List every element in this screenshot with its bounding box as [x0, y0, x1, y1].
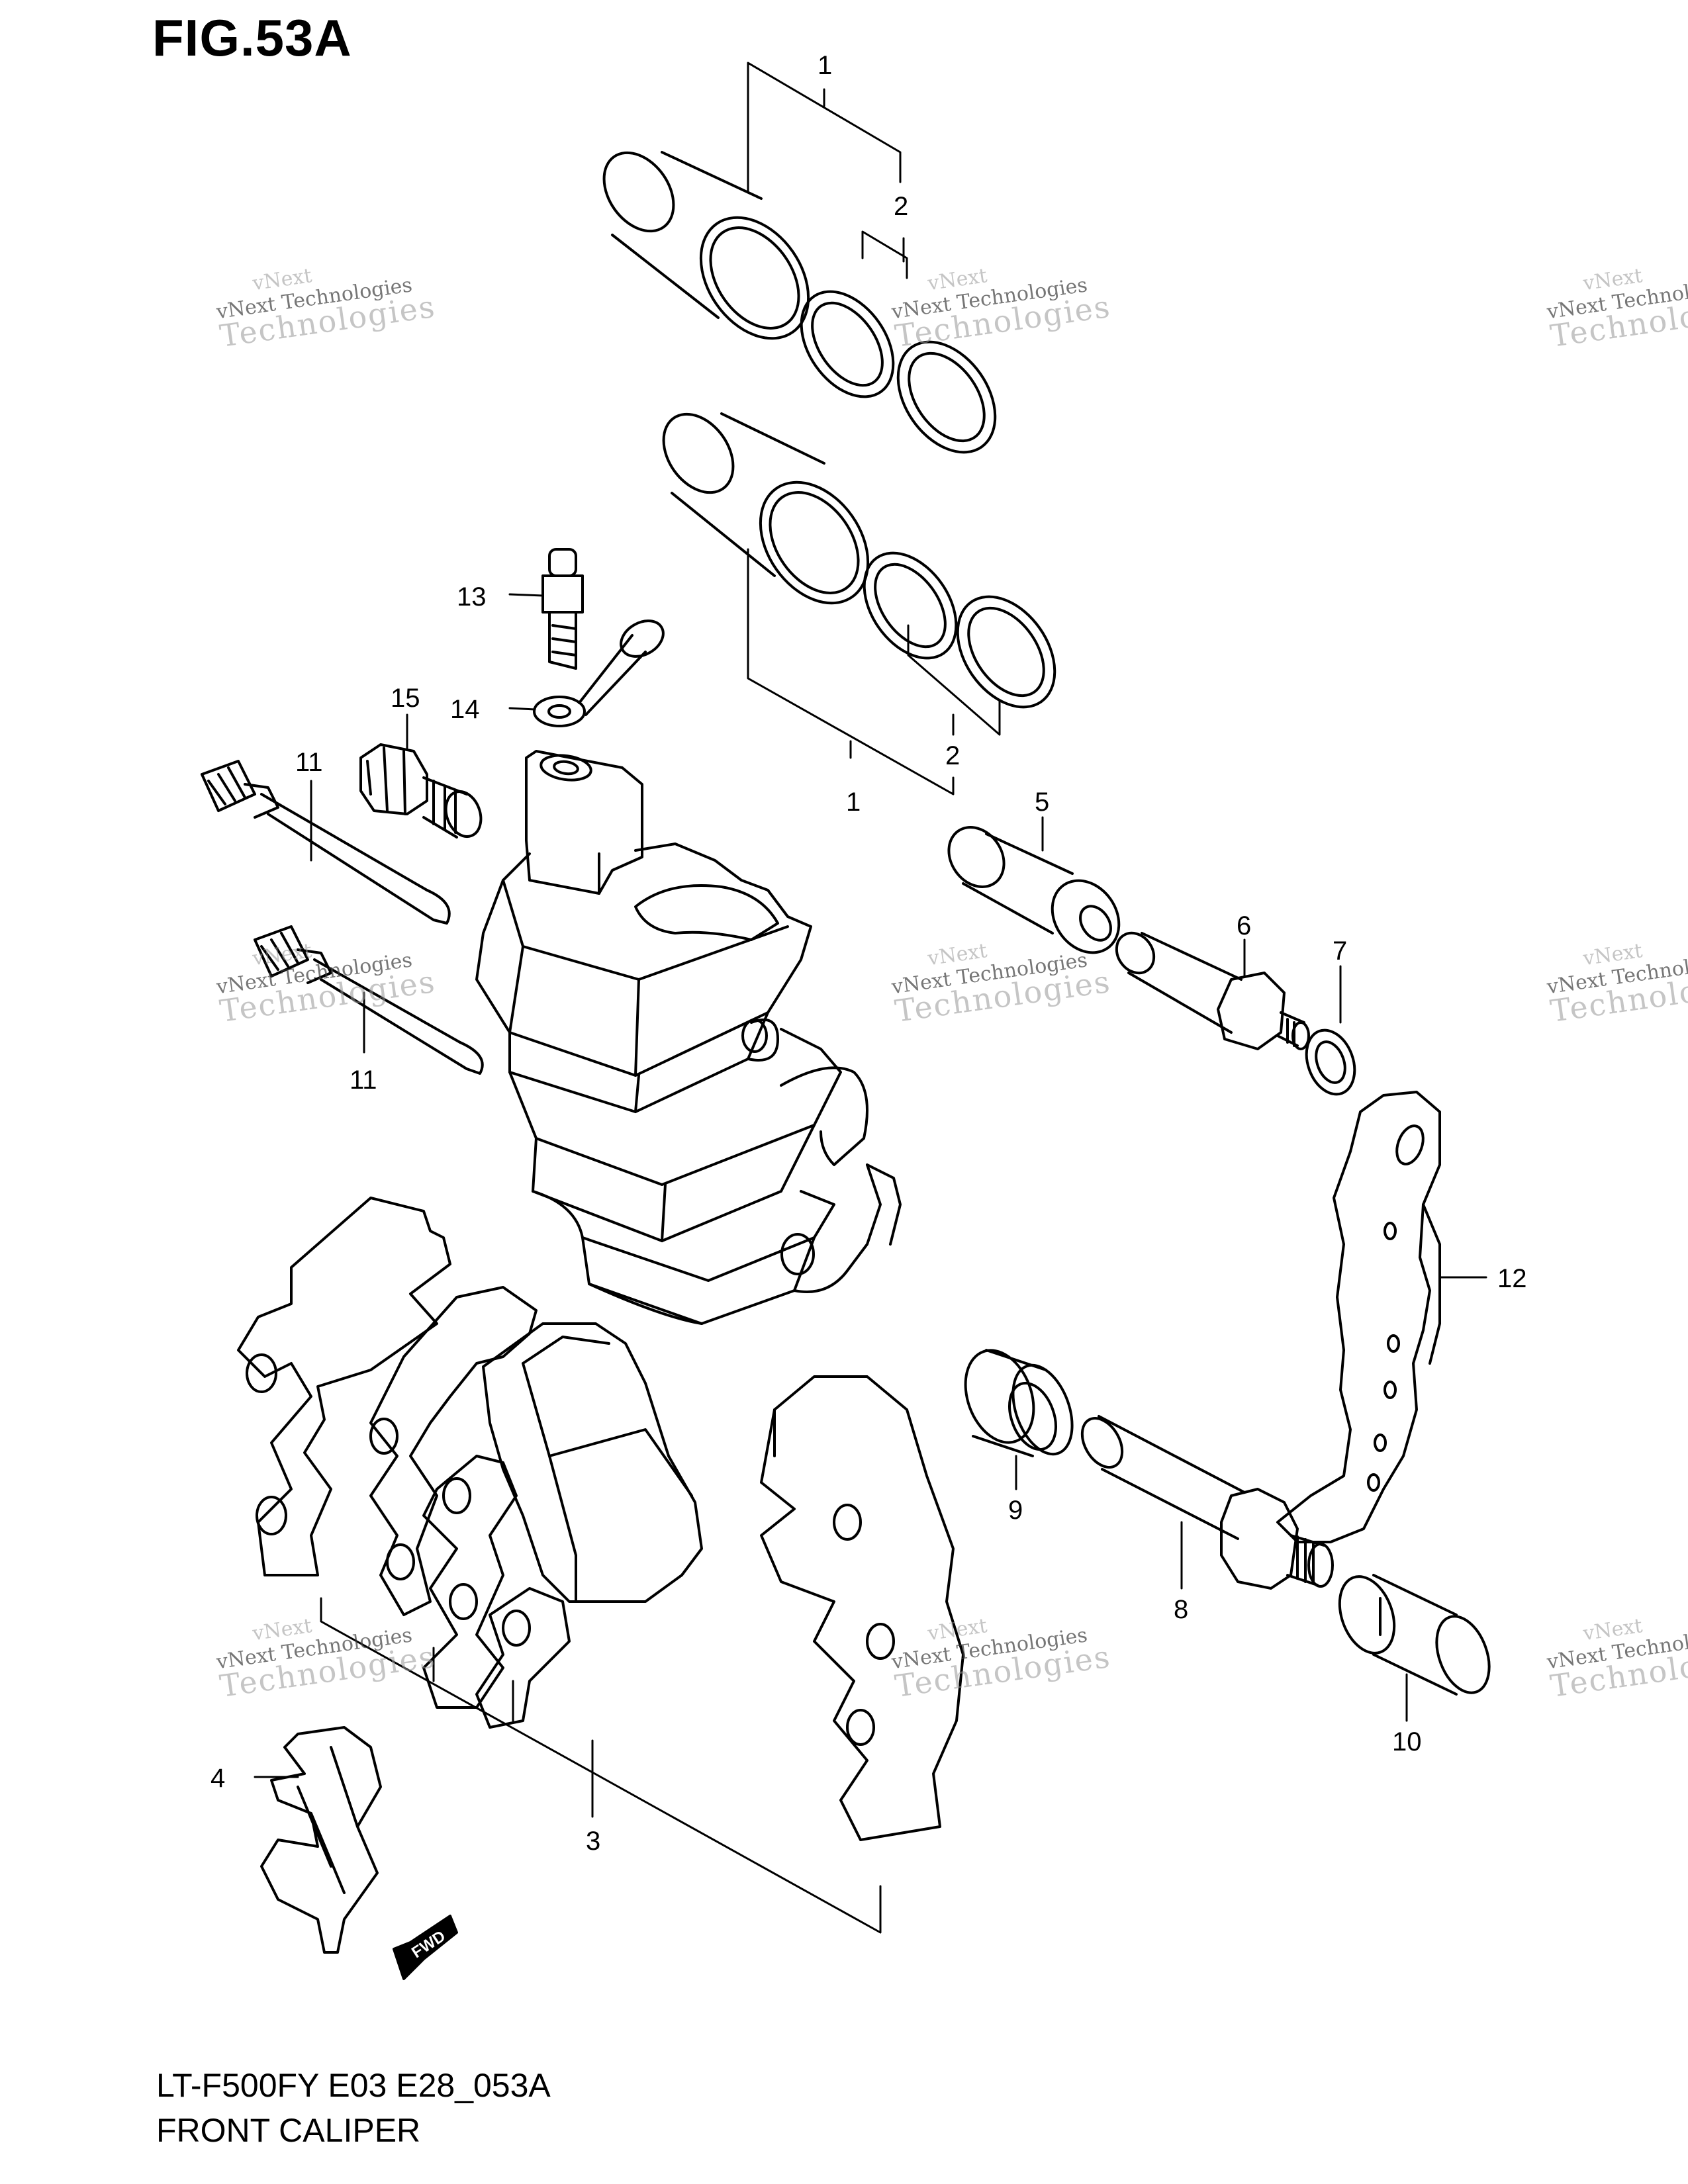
callout-1-upper: 1: [818, 51, 832, 80]
slide-pin-lower: [254, 925, 484, 1075]
callout-10: 10: [1392, 1727, 1422, 1756]
leader-lines: [254, 593, 1487, 1818]
bracket-lines-upper: [747, 62, 908, 279]
pad-shim-rear: [760, 1375, 964, 1841]
callout-2-upper: 2: [894, 192, 908, 221]
section-name: FRONT CALIPER: [156, 2112, 421, 2149]
callout-numbers: 1 2 1 2 3 4 5 6 7 8 9 10 11 11 12 13 14 …: [211, 51, 1527, 1856]
pin-6: [1115, 931, 1310, 1050]
callout-9: 9: [1008, 1496, 1023, 1525]
caliper-body: [475, 750, 902, 1325]
bracket-lines-pads: [320, 1597, 882, 1934]
seal-rings-lower: [863, 551, 1056, 709]
bolt-15: [359, 743, 483, 839]
callout-14: 14: [450, 695, 480, 724]
callout-15: 15: [391, 684, 420, 713]
callout-6: 6: [1237, 911, 1251, 940]
brake-pad-friction: [422, 1322, 703, 1729]
washer-7: [1305, 1028, 1356, 1096]
callout-3: 3: [586, 1827, 600, 1856]
piston-lower: [662, 412, 870, 605]
seal-rings-upper: [800, 290, 997, 454]
bleeder-valve: [541, 548, 584, 670]
boot-9: [964, 1349, 1074, 1457]
boot-10: [1338, 1574, 1491, 1696]
pad-shim-front: [237, 1197, 451, 1576]
pin-8: [1080, 1415, 1334, 1590]
model-code: LT-F500FY E03 E28_053A: [156, 2067, 551, 2104]
fwd-arrow: FWD: [393, 1915, 458, 1980]
caliper-bracket: [1276, 1091, 1441, 1543]
bracket-lines-lower: [747, 548, 1001, 796]
callout-5: 5: [1035, 788, 1049, 817]
pad-spring: [260, 1726, 382, 1954]
pad-shim-middle: [369, 1286, 538, 1616]
callout-13: 13: [457, 582, 487, 612]
callout-11-lower: 11: [350, 1066, 377, 1095]
callout-12: 12: [1497, 1264, 1527, 1293]
callout-2-lower: 2: [945, 741, 960, 770]
callout-8: 8: [1174, 1595, 1188, 1624]
callout-1-lower: 1: [846, 788, 861, 817]
slide-pin-upper: [201, 760, 451, 925]
figure-title: FIG.53A: [152, 9, 352, 67]
callout-11-upper: 11: [295, 748, 323, 777]
piston-upper: [602, 151, 810, 340]
callout-4: 4: [211, 1764, 225, 1793]
bushing-5: [947, 826, 1121, 954]
bleeder-cap: [533, 619, 665, 727]
callout-7: 7: [1333, 936, 1347, 966]
